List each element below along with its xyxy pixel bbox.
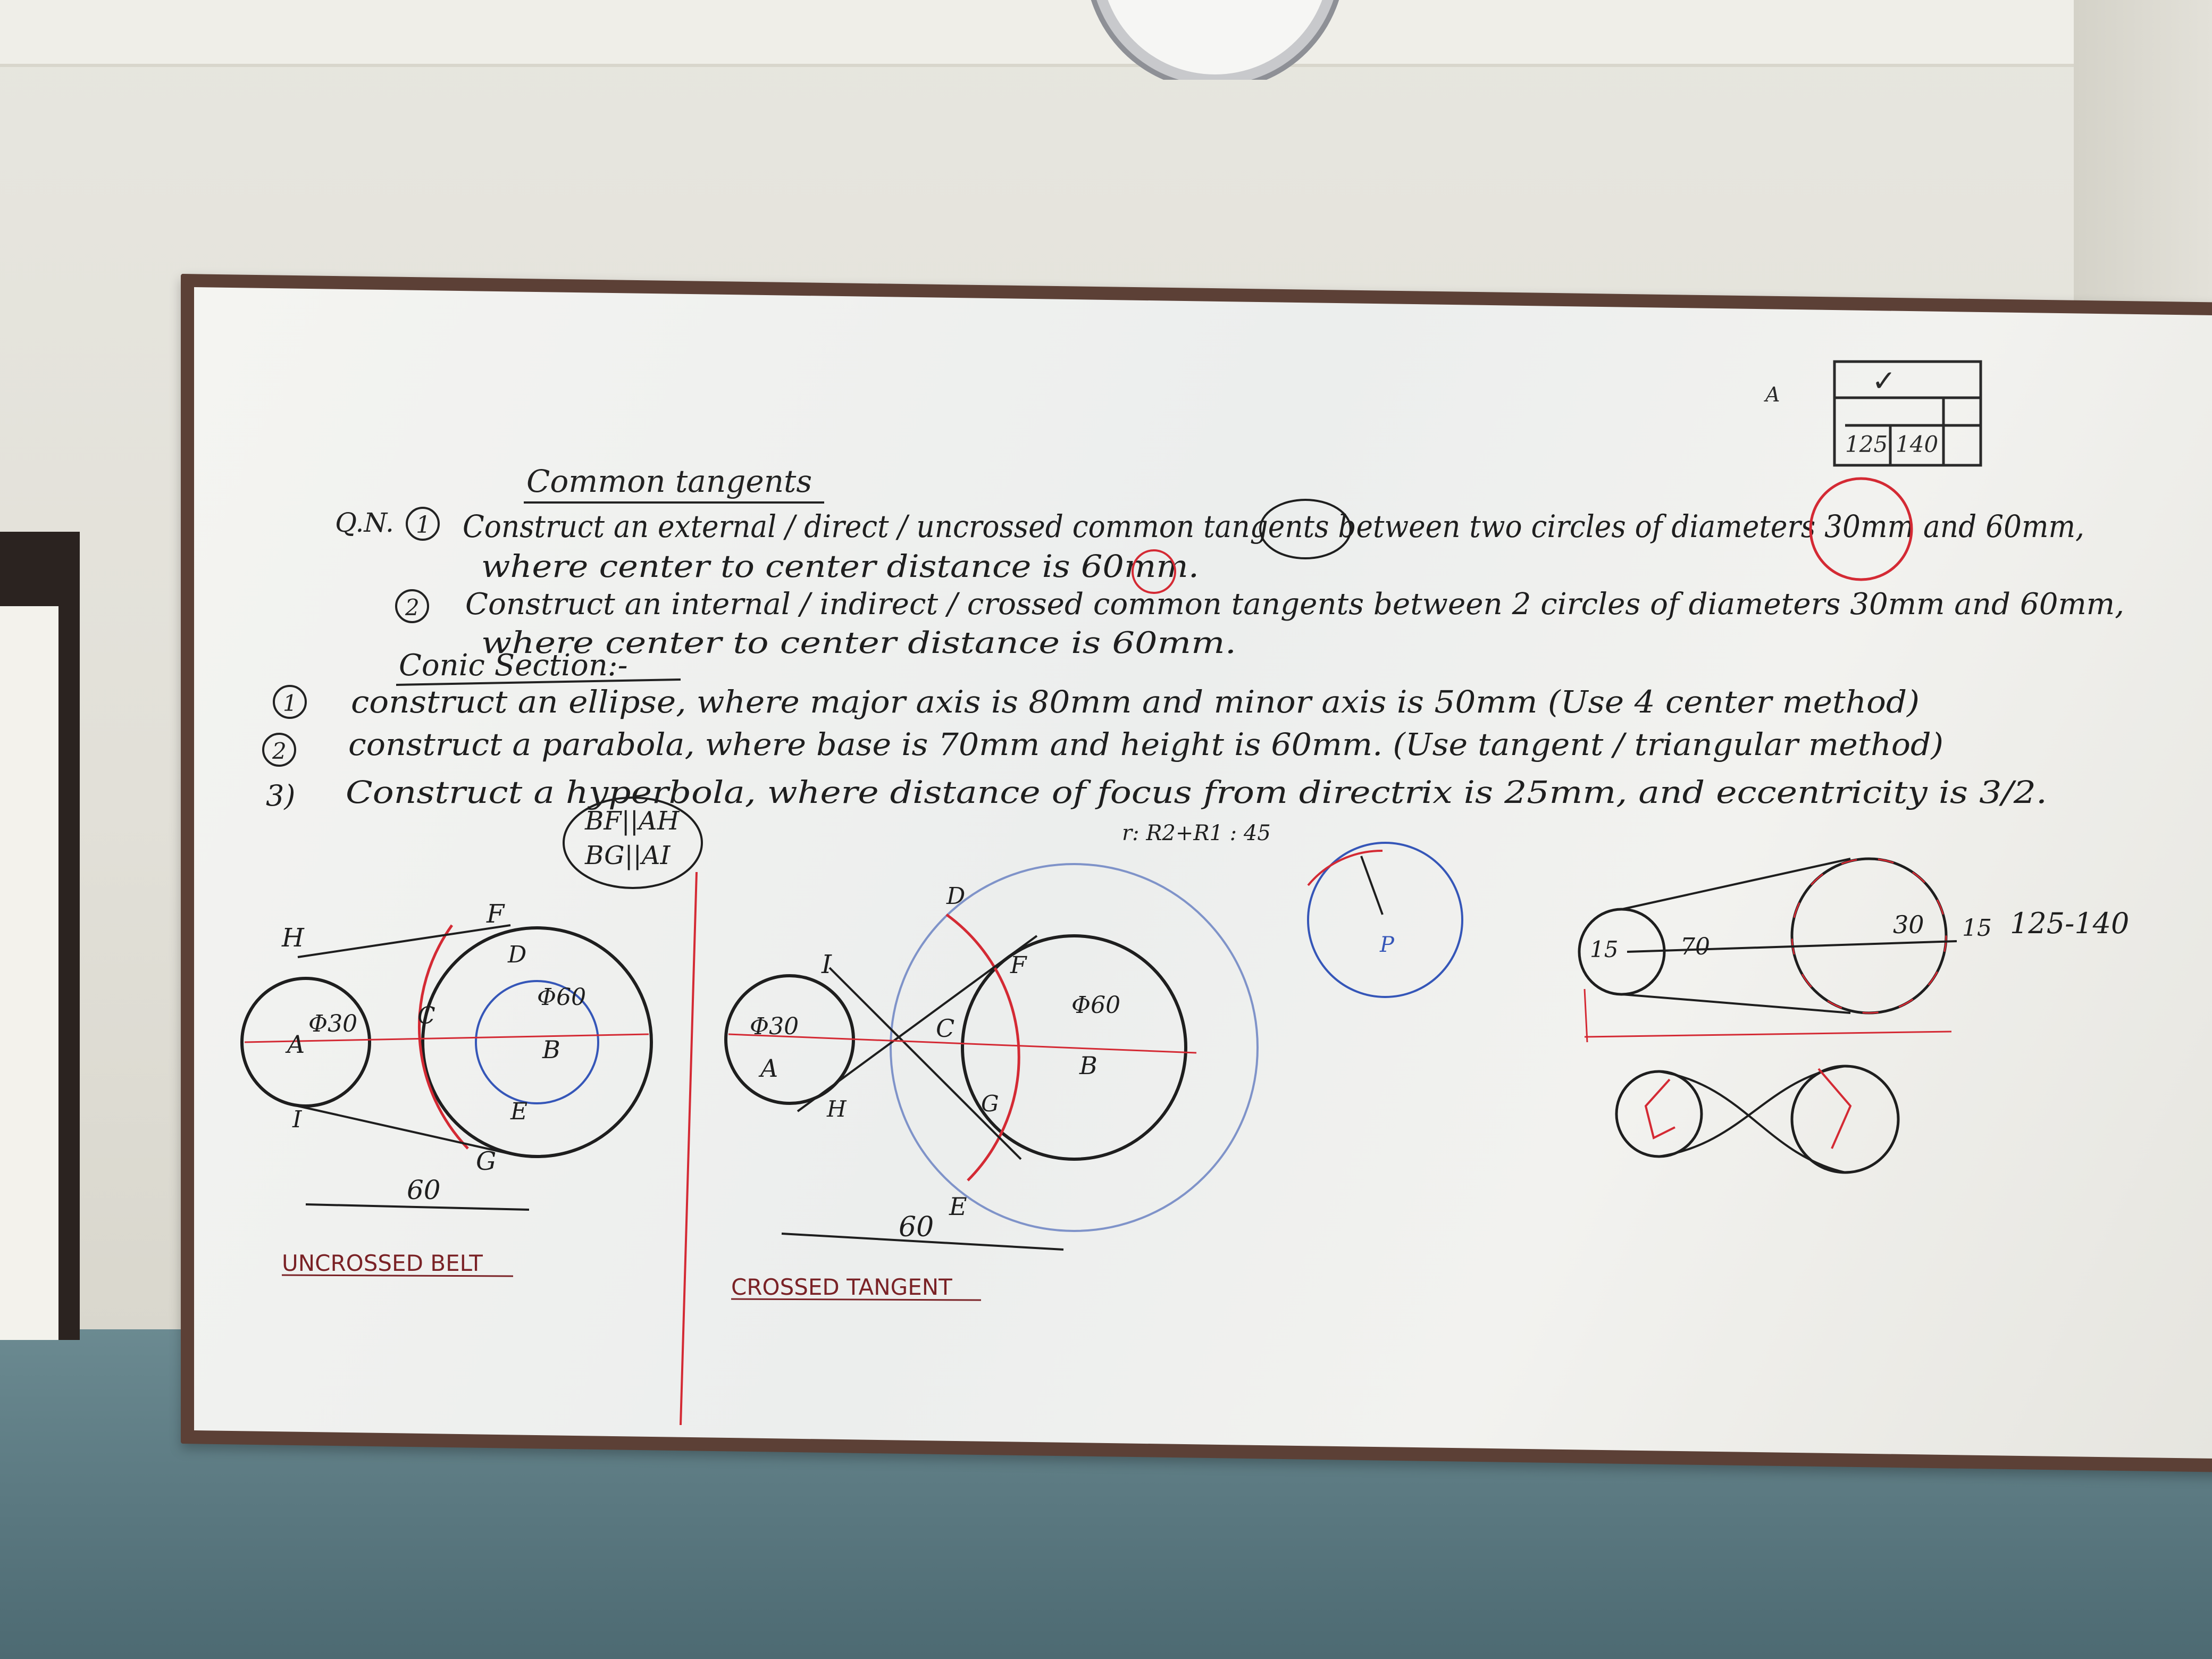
c3-text: Construct a hyperbola, where distance of… [346, 774, 2047, 810]
parallel-note-bubble [563, 797, 703, 889]
belt-sketch [1578, 857, 1957, 1043]
crossed-center-line [728, 1033, 1197, 1054]
wall-clock: 7 6 5 [1091, 0, 1339, 80]
belt-label-range: 125-140 [2010, 907, 2129, 940]
red-divider [680, 872, 698, 1426]
corner-table [1833, 360, 1982, 467]
q2-line-1: Construct an internal / indirect / cross… [465, 587, 2124, 622]
crossed-diagram [724, 863, 1259, 1251]
uncrossed-top-tangent [297, 924, 511, 958]
q1-line-2: where center to center distance is 60mm. [481, 548, 1199, 584]
c2-number-circle [262, 733, 296, 767]
crossed-dia-small: Φ30 [750, 1013, 799, 1040]
c1-number: 1 [283, 690, 297, 716]
uncrossed-dimension: 60 [407, 1175, 441, 1205]
uncrossed-bottom-tangent [297, 1105, 511, 1155]
uncrossed-label-G: G [476, 1146, 496, 1176]
q1-60mm-red-circle [1132, 549, 1176, 594]
corner-table-side-mark: A [1764, 383, 1780, 406]
uncrossed-dim-line [305, 1203, 530, 1211]
parallel-note-2: BG||AI [584, 841, 671, 870]
crossed-dim-line [781, 1233, 1064, 1251]
crossed-label-G: G [981, 1091, 999, 1117]
uncrossed-red-arc [417, 924, 469, 1150]
uncrossed-large-circle [421, 926, 653, 1158]
p-circle-sketch [1307, 842, 1463, 998]
uncrossed-label-C: C [417, 1002, 435, 1029]
crossed-belt-sketch [1615, 1065, 1900, 1174]
p-label: P [1379, 933, 1395, 957]
c2-number: 2 [272, 738, 287, 764]
uncrossed-dia-large: Φ60 [537, 984, 586, 1011]
uncrossed-label-I: I [292, 1106, 303, 1133]
uncrossed-label-F: F [486, 899, 505, 929]
crossed-label-A: A [758, 1054, 778, 1083]
corner-table-cell-140: 140 [1896, 431, 1938, 457]
parallel-note-1: BF||AH [584, 806, 680, 836]
q2-line-2: where center to center distance is 60mm. [481, 626, 1236, 660]
q1-number: 1 [416, 512, 431, 539]
q1-line-1: Construct an external / direct / uncross… [463, 508, 2084, 544]
uncrossed-center-line [244, 1033, 649, 1043]
corner-table-cell-125: 125 [1845, 431, 1888, 457]
crossed-tangent-2 [797, 935, 1038, 1112]
conic-underline [396, 678, 681, 686]
belt-label-15-small: 15 [1590, 936, 1618, 962]
crossed-label-C: C [936, 1014, 954, 1043]
crossed-large-circle [961, 934, 1187, 1161]
uncrossed-caption-underline [281, 1274, 514, 1277]
uncrossed-label-H: H [281, 923, 305, 953]
uncrossed-caption: UNCROSSED BELT [282, 1250, 483, 1276]
q1-30mm-red-circle [1809, 477, 1913, 581]
q1-number-circle [406, 507, 440, 541]
radius-note: r: R2+R1 : 45 [1122, 821, 1271, 845]
belt-label-15-right: 15 [1962, 915, 1992, 942]
crossed-blue-circle [890, 863, 1259, 1232]
crossed-dimension: 60 [899, 1211, 934, 1243]
crossed-label-H: H [826, 1096, 847, 1122]
belt-label-30: 30 [1893, 910, 1924, 939]
heading-common-tangents: Common tangents [526, 463, 812, 499]
uncrossed-label-B: B [542, 1035, 560, 1064]
uncrossed-small-circle [240, 977, 371, 1108]
crossed-label-B: B [1079, 1051, 1097, 1080]
crossed-tangent-1 [828, 967, 1022, 1160]
q2-number-circle [395, 589, 429, 623]
c3-number: 3) [266, 779, 295, 812]
crossed-red-arc [945, 913, 1020, 1182]
corner-table-tick: ✓ [1872, 364, 1896, 398]
uncrossed-diagram [240, 924, 653, 1211]
c1-text: construct an ellipse, where major axis i… [351, 684, 1920, 720]
c2-text: construct a parabola, where base is 70mm… [348, 726, 1943, 763]
uncrossed-label-D: D [507, 941, 526, 968]
crossed-label-F: F [1010, 952, 1027, 979]
belt-label-70: 70 [1680, 933, 1710, 960]
crossed-dia-large: Φ60 [1071, 992, 1120, 1019]
heading-conic-section: Conic Section:- [399, 648, 628, 683]
crossed-caption-underline [731, 1298, 982, 1301]
c1-number-circle [273, 685, 307, 719]
uncrossed-label-A: A [285, 1030, 305, 1059]
crossed-label-I: I [821, 950, 832, 979]
q1-tangents-circle [1259, 499, 1352, 559]
q2-number: 2 [405, 594, 420, 621]
crossed-caption: CROSSED TANGENT [731, 1274, 952, 1300]
uncrossed-label-E: E [510, 1098, 527, 1125]
q-label: Q.N. [335, 507, 394, 538]
crossed-label-D: D [946, 883, 965, 910]
crossed-label-E: E [949, 1192, 967, 1221]
door-opening [0, 606, 58, 1340]
uncrossed-blue-circle [475, 980, 599, 1104]
uncrossed-dia-small: Φ30 [308, 1010, 357, 1037]
